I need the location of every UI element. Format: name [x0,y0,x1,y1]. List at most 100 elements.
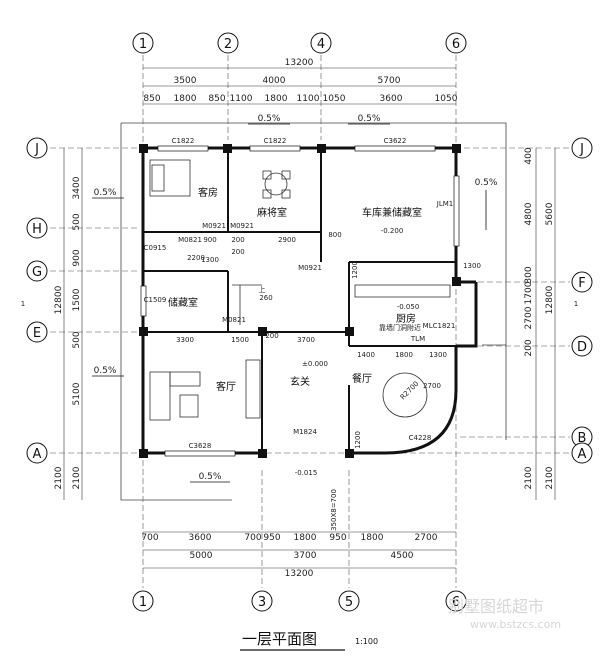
dim-right-r1-6: 200 [524,339,534,356]
dim-right-r1-4: 2700 [524,306,534,329]
inner-dim-11: 260 [259,294,272,302]
door-mlc1821: MLC1821 [423,322,456,330]
dim-left-r1-4: 500 [72,331,82,348]
axis-left-A: A [33,447,42,462]
note-cut-left: 1 [21,300,25,308]
slope-3: 0.5% [94,366,117,376]
dim-top-r3-0: 850 [143,94,160,104]
inner-dim-18: 1200 [354,431,362,449]
dim-right-r1-5: 1700 [524,281,534,304]
inner-dim-15: 900 [203,236,216,244]
inner-dim-10: 2700 [423,382,441,390]
dims-right: 400 5600 4800 300 2700 1700 200 2100 128… [524,147,555,489]
inner-dim-7: 1300 [201,256,219,264]
axis-right-F: F [578,276,585,291]
furniture [149,159,451,421]
axis-right-B: B [578,431,587,446]
door-tlm: TLM [410,335,425,343]
inner-dim-1: 3300 [176,336,194,344]
room-garage: 车库兼储藏室 [362,206,422,219]
columns [139,144,461,458]
inner-dim-3: 3700 [297,336,315,344]
title-block: 一层平面图 1:100 [240,630,378,651]
slope-arrows [92,123,487,483]
dim-bottom-total: 13200 [285,569,314,579]
win-c3628: C3628 [189,442,212,450]
dim-bottom-r2-0: 5000 [190,551,213,561]
door-m1824: M1824 [293,428,317,436]
door-m0821-b: M0821 [222,316,246,324]
inner-dim-16: 200 [231,236,244,244]
dim-left-r1-0: 3400 [72,176,82,199]
dim-right-r1-1: 5600 [545,202,555,225]
room-kitchen: 厨房 [396,312,416,325]
dim-top-r3-3: 1100 [230,94,253,104]
dim-bottom-r1-2: 700 [244,533,261,543]
dim-top-r3-2: 850 [208,94,225,104]
note-stair-up: 上 [259,285,266,294]
watermark-url: www.bstzcs.com [470,618,561,631]
level-marks: -0.200 ±0.000 -0.050 -0.015 [295,227,420,477]
axis-bottom-3: 3 [258,595,266,610]
dim-top-r2-2: 5700 [378,76,401,86]
dim-bottom-r2-2: 4500 [391,551,414,561]
dims-bottom: 700 3600 700 950 1800 950 1800 2700 5000… [141,533,437,579]
room-storage: 储藏室 [168,296,198,309]
dim-right-r1-2: 4800 [524,202,534,225]
window-codes: C1822 C1822 C3622 C1509 C3628 C4228 C091… [144,137,432,450]
slope-0: 0.5% [258,114,281,124]
axis-top-4: 4 [317,37,325,52]
interior-walls [143,148,456,453]
axis-lines [50,55,570,588]
outer-terrace-line [120,122,507,501]
dim-top-r2-1: 4000 [263,76,286,86]
dim-top-total: 13200 [285,58,314,68]
win-c1509: C1509 [144,296,167,304]
slope-5: 0.5% [199,472,222,482]
note-ramp: 350X8=700 [330,489,338,531]
dim-bottom-r1-6: 1800 [361,533,384,543]
win-c1822-b: C1822 [264,137,287,145]
dims-top: 13200 3500 4000 5700 850 1800 850 1100 1… [143,58,457,104]
door-m0921-c: M0921 [298,264,322,272]
windows-marks [140,145,460,457]
door-m0921-b: M0921 [230,222,254,230]
level-kitchen: -0.050 [397,303,420,311]
dim-left-r1-5: 5100 [72,382,82,405]
inner-dim-0: 2900 [278,236,296,244]
inner-dim-17: 1300 [429,351,447,359]
slope-1: 0.5% [358,114,381,124]
axis-left-E: E [33,326,41,341]
dim-bottom-r1-5: 950 [329,533,346,543]
axis-left-J: J [34,142,39,157]
dim-top-r3-6: 1050 [323,94,346,104]
note-kitchen: 靠墙门洞附近 [379,323,421,332]
axis-top-2: 2 [224,37,232,52]
dim-left-r1-1: 500 [72,213,82,230]
dim-bottom-r1-7: 2700 [415,533,438,543]
door-m0921-a: M0921 [202,222,226,230]
level-entry: -0.015 [295,469,318,477]
dim-right-r1-3: 300 [524,266,534,283]
slope-labels: 0.5% 0.5% 0.5% 0.5% 0.5% 0.5% [94,114,498,482]
drawing-title: 一层平面图 [242,630,317,648]
inner-dim-13: 200 [231,248,244,256]
inner-dim-8: 800 [328,231,341,239]
axis-left-G: G [32,265,42,280]
dim-top-r3-5: 1100 [297,94,320,104]
room-living: 客厅 [216,380,236,393]
inner-dim-6: 1800 [395,351,413,359]
watermark: 别墅图纸超市 www.bstzcs.com [448,597,561,631]
dim-right-total: 12800 [545,285,555,314]
inner-dim-9: 1200 [351,261,359,279]
dim-bottom-r1-0: 700 [141,533,158,543]
dim-left-r1-3: 1500 [72,288,82,311]
axis-bottom-5: 5 [345,595,353,610]
inner-dim-14: 2200 [187,254,205,262]
slope-4: 0.5% [475,178,498,188]
room-reception: 麻将室 [257,206,287,219]
room-dining: 餐厅 [352,372,372,385]
axis-labels-top: 1 2 4 6 [139,37,460,52]
inner-dim-5: 1400 [357,351,375,359]
